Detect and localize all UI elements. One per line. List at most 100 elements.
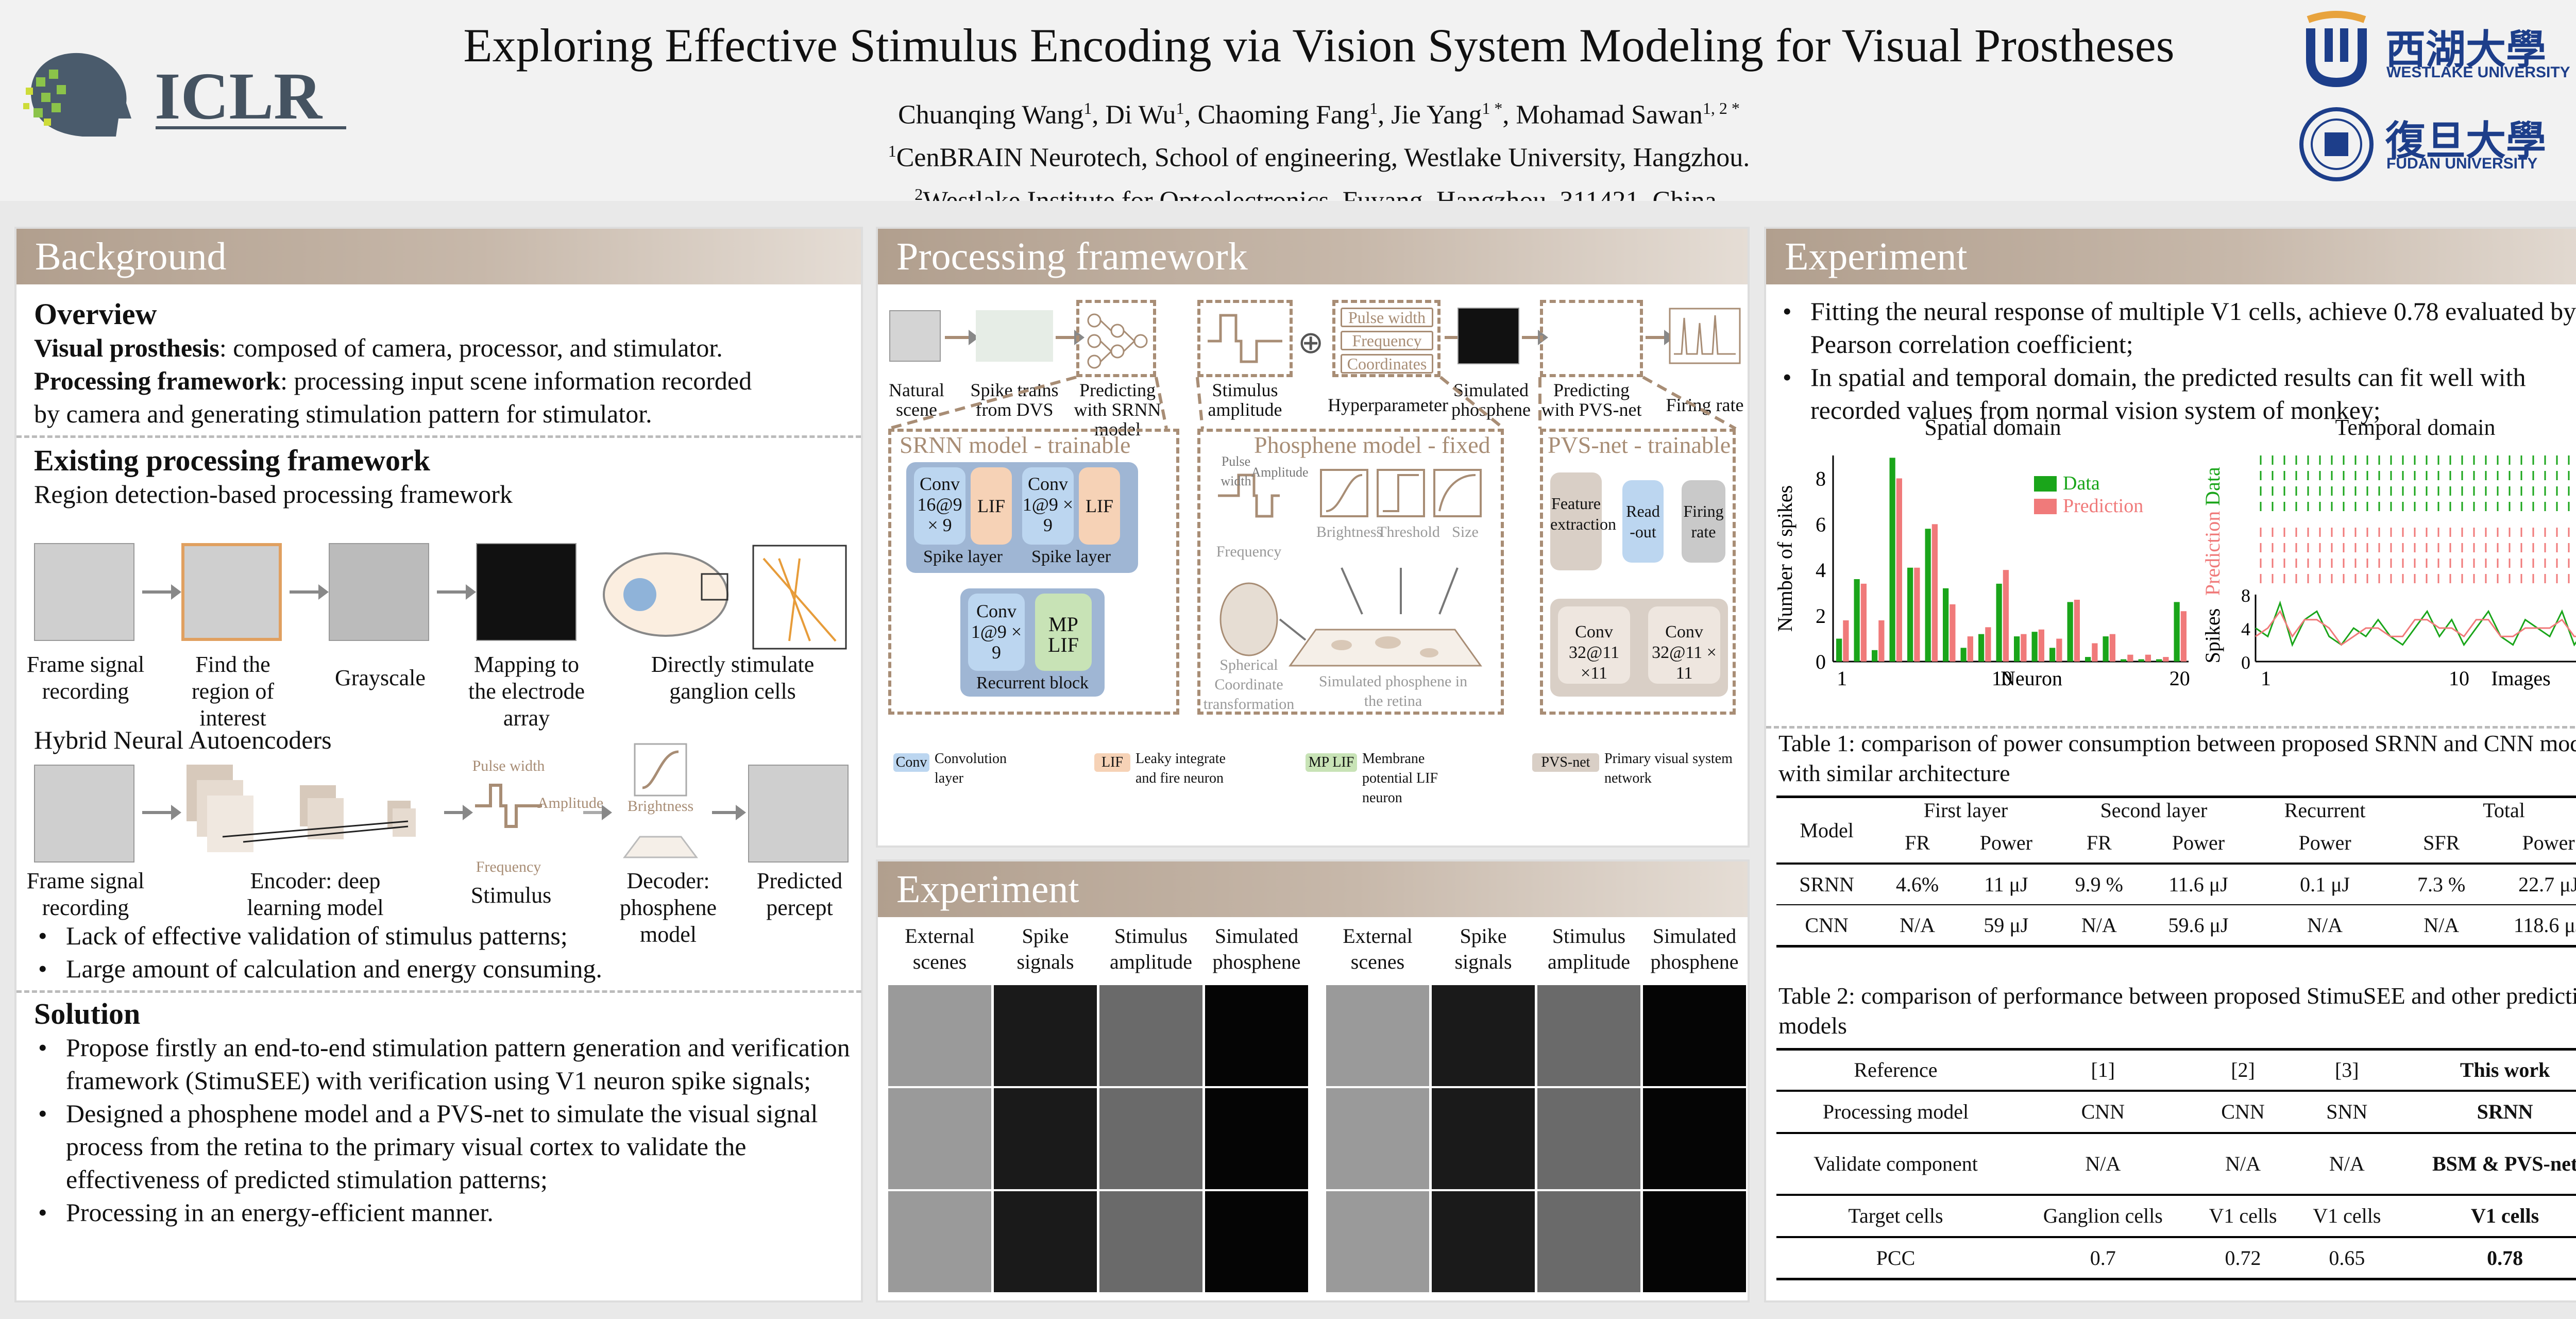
pvs-box: [1540, 429, 1736, 715]
table-cell: BSM & PVS-net: [2432, 1152, 2576, 1175]
bar-data: [2085, 657, 2091, 662]
table-cell: 0.78: [2487, 1246, 2523, 1270]
experiment-image: [1432, 985, 1535, 1086]
table-cell: N/A: [2081, 913, 2117, 937]
experiment-image: [994, 1088, 1097, 1189]
table-cell: V1 cells: [2471, 1204, 2539, 1227]
region-cap-3: Grayscale: [335, 665, 426, 690]
table-cell: N/A: [1900, 913, 1935, 937]
series-line-prediction: [2255, 610, 2576, 646]
bar-data: [2156, 659, 2162, 662]
bar-data: [1925, 529, 1931, 662]
experiment-image: [1326, 1088, 1429, 1189]
neural-net-icon: [1087, 313, 1148, 369]
table-cell: Ganglion cells: [2043, 1204, 2163, 1227]
bar-prediction: [1896, 478, 1902, 662]
bar-prediction: [2003, 570, 2009, 662]
temporal-chart-title: Temporal domain: [2335, 415, 2496, 440]
x-axis-label: Neuron: [2001, 667, 2062, 690]
table-cell: 7.3 %: [2417, 873, 2466, 896]
grid-col-label: Spike signals: [1016, 924, 1074, 973]
cat-photo-grayscale: [329, 543, 429, 641]
poster-header: ICLR Exploring Effective Stimulus Encodi…: [0, 0, 2576, 215]
background-section: Background Overview Visual prosthesis: c…: [14, 227, 863, 1303]
table-cell: Power: [2298, 831, 2351, 854]
table-cell: FR: [2086, 831, 2112, 854]
legend-swatch: [2034, 499, 2057, 514]
experiment-image: [1326, 1191, 1429, 1292]
table-cell: N/A: [2225, 1152, 2261, 1175]
table-cell: 0.7: [2090, 1246, 2116, 1270]
y-axis-label: Spikes: [2201, 608, 2224, 664]
table-cell: [1]: [2091, 1058, 2115, 1082]
x-tick-label: 20: [2170, 667, 2190, 690]
table-cell: [3]: [2334, 1058, 2359, 1082]
grid-col-label: External scenes: [905, 924, 975, 973]
encoder-diagram: [187, 765, 416, 852]
table1-caption: Table 1: comparison of power consumption…: [1778, 730, 2576, 786]
table-cell: Second layer: [2100, 799, 2208, 822]
table-cell: SRNN: [2477, 1100, 2533, 1123]
bar-data: [2014, 636, 2020, 662]
firing-rate-icon: [1669, 308, 1741, 364]
table-cell: This work: [2460, 1058, 2550, 1082]
table-cell: SRNN: [1799, 873, 1854, 896]
y-axis-label: Number of spikes: [1773, 485, 1797, 632]
iclr-head-icon: [23, 53, 131, 137]
experiment-image: [1099, 1088, 1202, 1189]
region-cap-2: Find the region of interest: [191, 652, 275, 731]
table-cell: N/A: [2329, 1152, 2365, 1175]
bar-data: [1854, 579, 1860, 662]
experiment-bullets: Fitting the neural response of multiple …: [1766, 284, 2576, 427]
bar-data: [2121, 659, 2127, 662]
bar-prediction: [1843, 620, 1849, 662]
table-cell: First layer: [1923, 799, 2008, 822]
y-tick-label: 4: [1816, 559, 1826, 582]
experiment-image: [1099, 1191, 1202, 1292]
experiment-image: [1643, 985, 1746, 1086]
region-title: Region detection-based processing framew…: [34, 480, 513, 509]
bar-prediction: [2038, 629, 2044, 662]
table-cell: 11 μJ: [1984, 873, 2028, 896]
experiment-image: [1205, 1191, 1308, 1292]
hybrid-title: Hybrid Neural Autoencoders: [34, 725, 332, 754]
table-cell: N/A: [2307, 913, 2343, 937]
table-cell: 9.9 %: [2075, 873, 2123, 896]
table-cell: Model: [1800, 819, 1854, 842]
fudan-seal-icon: [2299, 107, 2374, 181]
experiment-image: [994, 985, 1097, 1086]
bar-data: [1907, 567, 1913, 662]
table-cell: 59 μJ: [1984, 913, 2029, 937]
y-tick-label: 4: [2241, 619, 2250, 639]
phosphene-model-diagram: [1218, 469, 1482, 667]
region-cap-4: Mapping to the electrode array: [468, 652, 585, 731]
existing-title: Existing processing framework: [34, 444, 431, 477]
bar-prediction: [2074, 600, 2080, 662]
table-cell: 0.1 μJ: [2300, 873, 2350, 896]
table-cell: PCC: [1876, 1246, 1916, 1270]
experiment-image: [888, 985, 991, 1086]
bar-prediction: [2145, 654, 2151, 662]
overview-title: Overview: [34, 297, 157, 331]
table-cell: 4.6%: [1895, 873, 1939, 896]
framework-legend: Conv Convolution layer LIF Leaky integra…: [888, 748, 1743, 810]
background-bullets: Lack of effective validation of stimulus…: [34, 919, 853, 985]
legend-label: Prediction: [2063, 495, 2143, 517]
grid-col-label: Simulated phosphene: [1212, 924, 1301, 973]
table-cell: Total: [2483, 799, 2525, 822]
experiment-image: [994, 1191, 1097, 1292]
table-cell: Power: [2172, 831, 2225, 854]
background-heading: Background: [16, 229, 861, 284]
experiment-images-heading: Experiment: [878, 861, 1748, 917]
series-line-data: [2255, 600, 2576, 647]
cat-photo-frame: [34, 543, 134, 641]
y-tick-label: 8: [1816, 467, 1826, 490]
srnn-box: [888, 429, 1179, 715]
cat-photo-percept: [748, 765, 849, 863]
dvs-spike-image: [976, 310, 1053, 362]
bar-prediction: [2163, 657, 2169, 662]
bar-data: [1978, 634, 1985, 662]
